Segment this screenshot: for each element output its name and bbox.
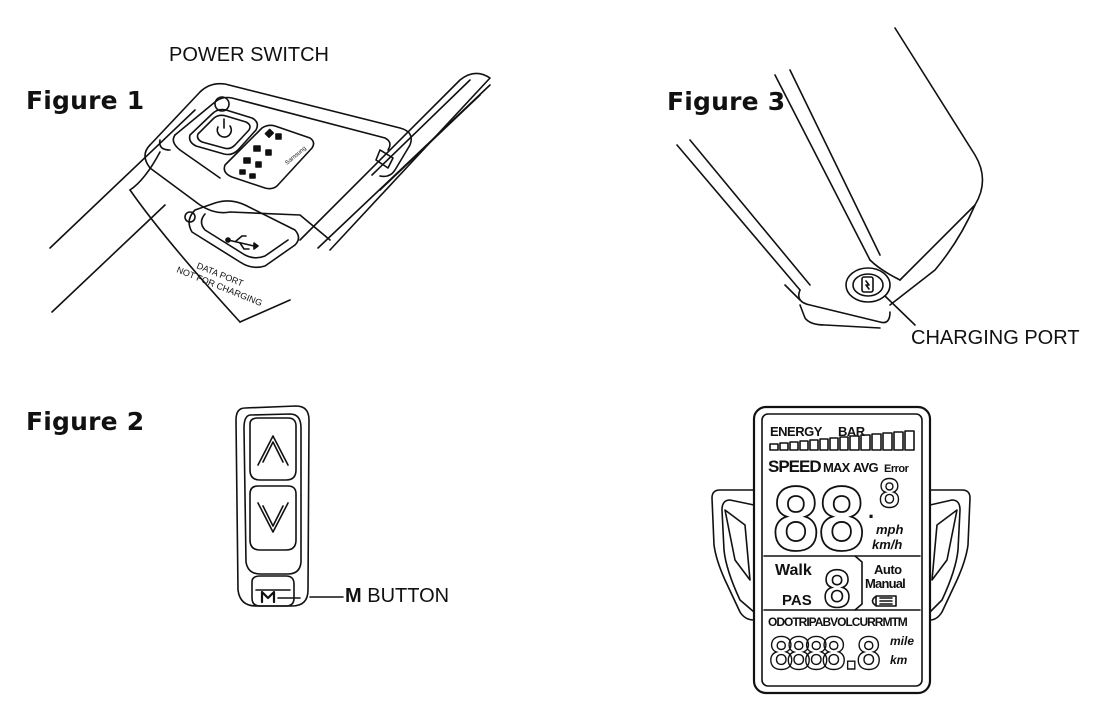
m-button-label-bold: M xyxy=(345,585,362,607)
pas-label: PAS xyxy=(782,592,812,609)
m-button-label: M BUTTON xyxy=(345,585,449,608)
km-unit: km xyxy=(890,653,908,667)
speed-digits: 88 xyxy=(770,471,863,571)
figure-3-battery xyxy=(676,27,984,329)
kmh-unit: km/h xyxy=(872,537,902,552)
figure-3-title: Figure 3 xyxy=(667,87,786,116)
lcd-display xyxy=(711,405,971,695)
pas-digit: 8 xyxy=(822,561,852,619)
decimal-dot: . xyxy=(868,498,874,523)
energy-label: ENERGY xyxy=(770,424,823,439)
figure-2-title: Figure 2 xyxy=(26,407,145,436)
error-label: Error xyxy=(884,463,910,475)
mile-unit: mile xyxy=(890,634,914,648)
avg-label: AVG xyxy=(853,460,878,475)
power-switch-label: POWER SWITCH xyxy=(169,44,329,66)
manual-label: Manual xyxy=(865,576,905,591)
max-label: MAX xyxy=(823,460,851,475)
auto-label: Auto xyxy=(874,562,902,577)
m-button-label-rest: BUTTON xyxy=(361,585,450,607)
figure-1-battery xyxy=(49,72,491,323)
speed-label: SPEED xyxy=(768,457,821,476)
lcd-text-group: ENERGY BAR SPEED MAX AVG Error 88 . 8 mp… xyxy=(767,424,914,681)
charging-port-label: CHARGING PORT xyxy=(911,327,1080,349)
figure-1-title: Figure 1 xyxy=(26,86,145,115)
walk-label: Walk xyxy=(775,562,812,579)
m-button-letter[interactable]: M xyxy=(268,601,269,603)
odo-row-labels: ODOTRIPABVOLCURRMTM xyxy=(768,615,908,629)
figure-2-remote xyxy=(235,405,344,607)
speed-decimal-digit: 8 xyxy=(878,472,901,516)
odometer-digits: 8888.8 xyxy=(768,629,879,680)
mph-unit: mph xyxy=(876,522,904,537)
bar-label: BAR xyxy=(838,424,866,439)
